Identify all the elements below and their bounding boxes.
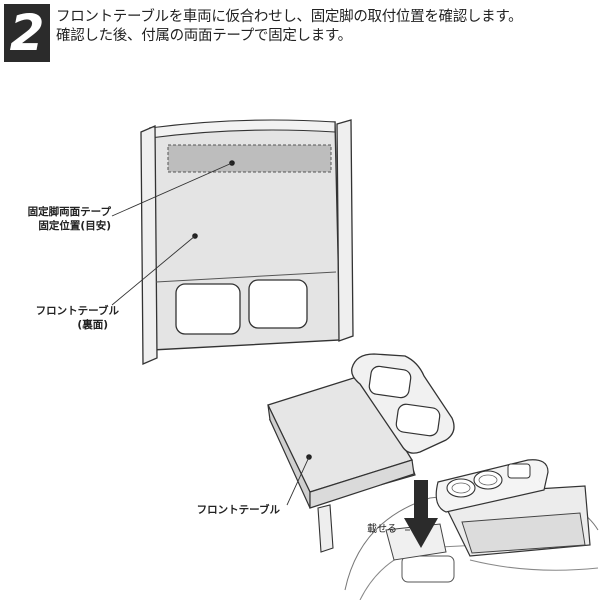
cup-holder-left (175, 283, 241, 335)
instruction-line-1: フロントテーブルを車両に仮合わせし、固定脚の取付位置を確認します。 (56, 9, 523, 25)
table-back-illustration (111, 119, 354, 365)
place-down-arrow-icon (404, 480, 438, 548)
place-label: 載せる (367, 523, 397, 535)
cup-holder-right (248, 279, 308, 329)
step-number-badge: 2 (4, 4, 50, 62)
tape-position-label-1: 固定脚両面テープ (28, 205, 112, 218)
table-back-label-1: フロントテーブル (36, 304, 120, 317)
table-back-label-2: (裏面) (77, 318, 108, 331)
vehicle-console-illustration (344, 459, 599, 600)
tape-position-area (167, 144, 332, 173)
instruction-text: フロントテーブルを車両に仮合わせし、固定脚の取付位置を確認します。 確認した後、… (56, 8, 596, 46)
instruction-line-2: 確認した後、付属の両面テープで固定します。 (56, 28, 352, 44)
front-table-illustration (267, 353, 455, 553)
tape-position-label-2: 固定位置(目安) (38, 219, 111, 232)
step-number: 2 (9, 4, 45, 62)
front-table-label: フロントテーブル (197, 503, 281, 516)
